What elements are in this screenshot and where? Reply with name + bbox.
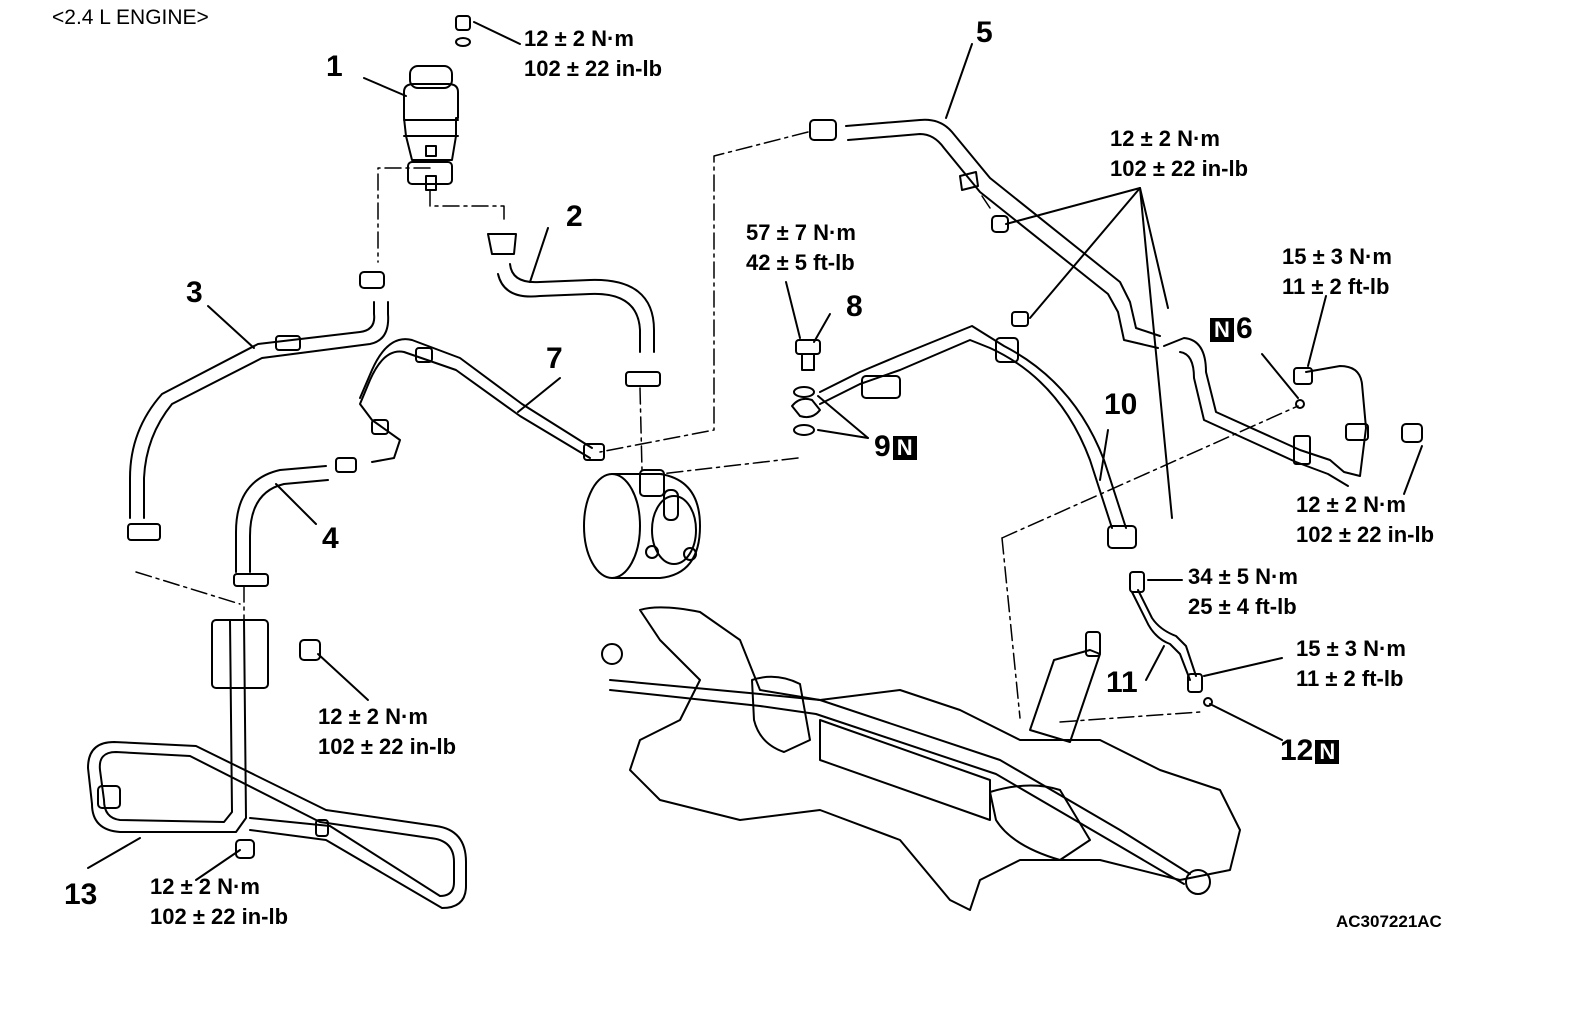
new-part-icon: N: [892, 436, 917, 461]
return-hose: [127, 271, 390, 541]
oil-pump: [583, 469, 701, 579]
suction-hose: [487, 233, 661, 387]
callout-10: 10: [1104, 388, 1138, 421]
oil-cooler-tube: [87, 619, 467, 909]
callout-5: 5: [976, 16, 993, 49]
callout-9: 9: [874, 430, 891, 463]
pressure-hose-10: [819, 311, 1137, 549]
oil-reservoir: [403, 15, 471, 191]
callout-11: 11: [1106, 666, 1138, 699]
callout-12: 12: [1280, 734, 1314, 767]
eye-bolt: [791, 339, 821, 436]
leader-lines: [87, 21, 1423, 881]
callout-13: 13: [64, 878, 98, 911]
return-pipe-7: [359, 338, 605, 463]
pressure-pipe-11: [1129, 571, 1213, 707]
pressure-pipe-6: [1163, 337, 1423, 487]
diagram-title: <2.4 L ENGINE>: [52, 6, 209, 29]
alignment-lines: [135, 131, 1299, 723]
new-part-icon: N: [1210, 318, 1234, 343]
callout-3: 3: [186, 276, 203, 309]
callout-2: 2: [566, 200, 583, 233]
callout-6: 6: [1236, 312, 1253, 345]
steering-gear-and-crossmember: [601, 606, 1241, 911]
callout-8: 8: [846, 290, 863, 323]
callout-4: 4: [322, 522, 339, 555]
callout-1: 1: [326, 50, 343, 83]
return-hose-4: [233, 457, 357, 587]
figure-code: AC307221AC: [1336, 912, 1442, 931]
new-part-icon: N: [1315, 740, 1340, 765]
callout-7: 7: [546, 342, 563, 375]
